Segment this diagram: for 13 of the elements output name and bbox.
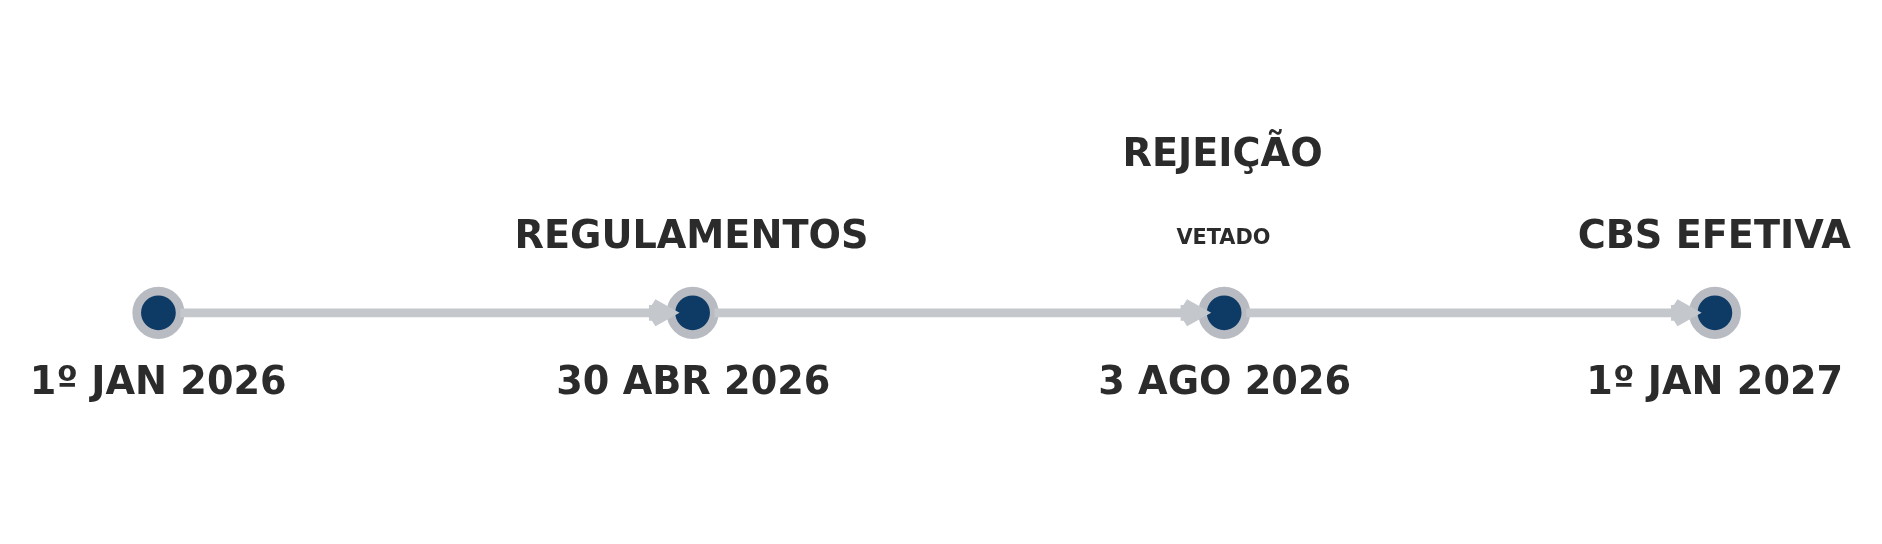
node-circle xyxy=(1198,286,1251,339)
node-label: REJEIÇÃO xyxy=(1122,131,1323,176)
node-label: 1º JAN 2027 xyxy=(1586,358,1844,403)
node-circle xyxy=(132,286,185,339)
node-label: REGULAMENTOS xyxy=(514,212,869,257)
label: VETADO xyxy=(1176,224,1271,249)
node-circle xyxy=(666,286,719,339)
arrow xyxy=(714,298,1208,327)
node-label: 30 ABR 2026 xyxy=(556,358,831,403)
node-label: 3 AGO 2026 xyxy=(1098,358,1352,403)
node-label: CBS EFETIVA xyxy=(1577,212,1851,257)
node-circle xyxy=(1688,286,1741,339)
node-label: 1º JAN 2026 xyxy=(29,358,287,403)
